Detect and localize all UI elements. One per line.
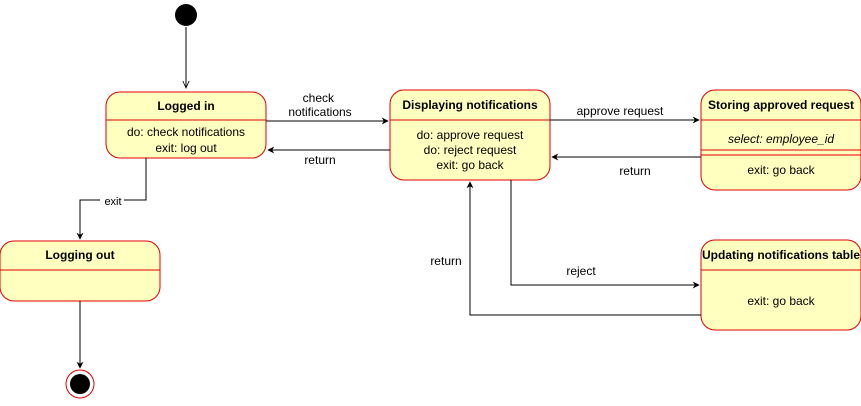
label-return-from-storing: return <box>619 164 650 178</box>
label-check-notifications: check notifications <box>288 91 351 119</box>
state-displaying-line: exit: go back <box>436 158 504 172</box>
state-logged-in-line: do: check notifications <box>127 125 245 139</box>
state-updating-notifications-table[interactable]: Updating notifications table exit: go ba… <box>700 239 861 331</box>
initial-state-node <box>175 4 197 26</box>
state-displaying-title: Displaying notifications <box>402 98 538 112</box>
state-displaying-notifications[interactable]: Displaying notifications do: approve req… <box>389 89 551 181</box>
label-return-from-updating: return <box>430 254 461 268</box>
state-storing-line: select: employee_id <box>728 132 834 146</box>
final-state-node <box>65 369 95 399</box>
state-storing-title: Storing approved request <box>708 98 854 112</box>
label-exit-bg <box>100 194 124 206</box>
state-logging-out-title: Logging out <box>45 248 114 262</box>
activity-bar <box>700 149 861 156</box>
state-storing-line: exit: go back <box>747 163 815 177</box>
transition-return-from-updating <box>466 181 701 316</box>
state-logged-in-title: Logged in <box>157 99 214 113</box>
state-storing-approved-request[interactable]: Storing approved request select: employe… <box>700 89 861 191</box>
state-updating-title: Updating notifications table <box>702 248 860 262</box>
transition-reject <box>510 180 700 289</box>
label-approve-request: approve request <box>577 104 664 118</box>
state-updating-line: exit: go back <box>747 294 815 308</box>
state-logged-in[interactable]: Logged in do: check notifications exit: … <box>105 91 267 159</box>
state-displaying-line: do: reject request <box>424 143 517 157</box>
state-displaying-line: do: approve request <box>417 128 524 142</box>
label-return-logged-in: return <box>304 153 335 167</box>
state-logging-out[interactable]: Logging out <box>0 240 161 302</box>
label-reject: reject <box>566 264 596 278</box>
label-exit: exit <box>104 196 121 208</box>
state-logged-in-line: exit: log out <box>155 141 217 155</box>
